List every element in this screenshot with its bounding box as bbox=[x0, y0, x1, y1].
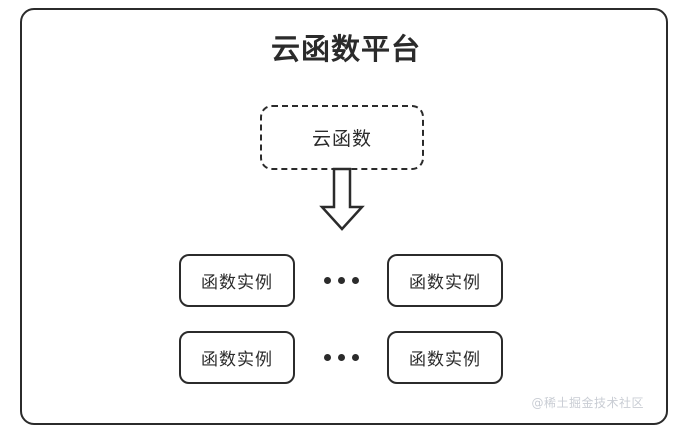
function-instance-box: 函数实例 bbox=[387, 331, 503, 384]
down-arrow-icon bbox=[319, 167, 365, 231]
platform-container: 云函数平台 云函数 函数实例 函数实例 函数实例 bbox=[20, 8, 668, 425]
ellipsis-dot bbox=[323, 354, 331, 361]
ellipsis-dot bbox=[337, 354, 345, 361]
instance-row: 函数实例 函数实例 bbox=[179, 254, 503, 307]
instance-row: 函数实例 函数实例 bbox=[179, 331, 503, 384]
function-instance-box: 函数实例 bbox=[179, 254, 295, 307]
function-instance-box: 函数实例 bbox=[387, 254, 503, 307]
function-instance-label: 函数实例 bbox=[409, 350, 481, 370]
watermark: @稀土掘金技术社区 bbox=[531, 396, 644, 410]
cloud-function-node: 云函数 bbox=[260, 105, 424, 170]
ellipsis-dot bbox=[337, 277, 345, 284]
ellipsis-dot bbox=[323, 277, 331, 284]
ellipsis-icon bbox=[323, 354, 359, 361]
cloud-function-label: 云函数 bbox=[311, 128, 372, 150]
ellipsis-dot bbox=[351, 354, 359, 361]
ellipsis-dot bbox=[351, 277, 359, 284]
function-instance-label: 函数实例 bbox=[201, 350, 273, 370]
page-title: 云函数平台 bbox=[270, 32, 421, 66]
function-instance-label: 函数实例 bbox=[409, 273, 481, 293]
function-instance-label: 函数实例 bbox=[201, 273, 273, 293]
ellipsis-icon bbox=[323, 277, 359, 284]
function-instance-box: 函数实例 bbox=[179, 331, 295, 384]
